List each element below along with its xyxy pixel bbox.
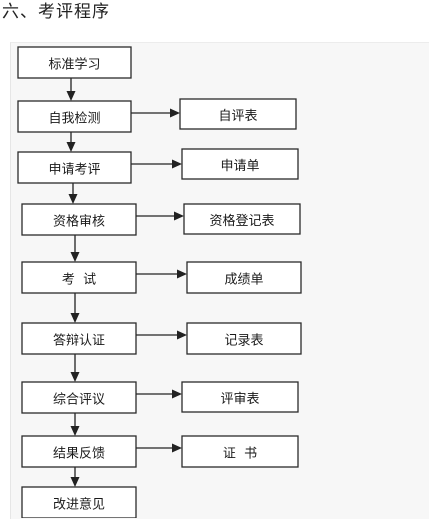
output-box-7-label: 评审表 — [220, 392, 259, 407]
output-box-8: 证 书 — [181, 435, 299, 468]
down-arrow-1 — [66, 78, 76, 101]
output-box-7: 评审表 — [181, 381, 299, 413]
step-box-5: 考 试 — [21, 261, 137, 294]
right-arrow-8 — [136, 443, 182, 453]
down-arrow-2 — [66, 132, 76, 152]
step-box-9: 改进意见 — [21, 486, 137, 518]
down-arrow-3 — [68, 183, 78, 204]
step-box-8: 结果反馈 — [21, 435, 137, 468]
output-box-2: 自评表 — [179, 98, 297, 130]
step-box-6: 答辩认证 — [21, 322, 137, 355]
step-box-2: 自我检测 — [17, 100, 132, 133]
step-box-7: 综合评议 — [21, 381, 137, 414]
step-box-9-label: 改进意见 — [53, 497, 105, 513]
right-arrow-4 — [136, 211, 184, 221]
step-box-4: 资格审核 — [21, 203, 137, 236]
down-arrow-7 — [70, 413, 80, 436]
right-arrow-7 — [136, 389, 182, 399]
output-box-4-label: 资格登记表 — [209, 213, 274, 229]
step-box-3: 申请考评 — [17, 151, 132, 184]
down-arrow-8 — [70, 467, 80, 487]
step-box-2-label: 自我检测 — [48, 112, 100, 127]
right-arrow-5 — [136, 269, 187, 279]
output-box-6: 记录表 — [186, 322, 302, 355]
down-arrow-4 — [70, 235, 80, 262]
down-arrow-6 — [70, 354, 80, 382]
output-box-5: 成绩单 — [186, 261, 302, 294]
step-box-6-label: 答辩认证 — [53, 333, 105, 349]
step-box-1-label: 标准学习 — [48, 57, 100, 73]
output-box-8-label: 证 书 — [223, 447, 257, 462]
step-box-1: 标准学习 — [17, 46, 132, 79]
output-box-2-label: 自评表 — [218, 109, 257, 124]
step-box-8-label: 结果反馈 — [53, 447, 105, 462]
output-box-6-label: 记录表 — [224, 334, 263, 349]
page-title: 六、考评程序 — [2, 2, 110, 22]
down-arrow-5 — [70, 293, 80, 323]
output-box-5-label: 成绩单 — [224, 273, 263, 288]
step-box-5-label: 考 试 — [62, 273, 96, 288]
step-box-7-label: 综合评议 — [53, 393, 105, 408]
output-box-3: 申请单 — [181, 148, 299, 180]
output-box-4: 资格登记表 — [183, 203, 301, 235]
right-arrow-6 — [136, 330, 187, 340]
output-box-3-label: 申请单 — [220, 159, 259, 174]
right-arrow-3 — [131, 159, 182, 169]
step-box-4-label: 资格审核 — [53, 214, 105, 230]
step-box-3-label: 申请考评 — [48, 163, 100, 178]
right-arrow-2 — [131, 108, 180, 118]
